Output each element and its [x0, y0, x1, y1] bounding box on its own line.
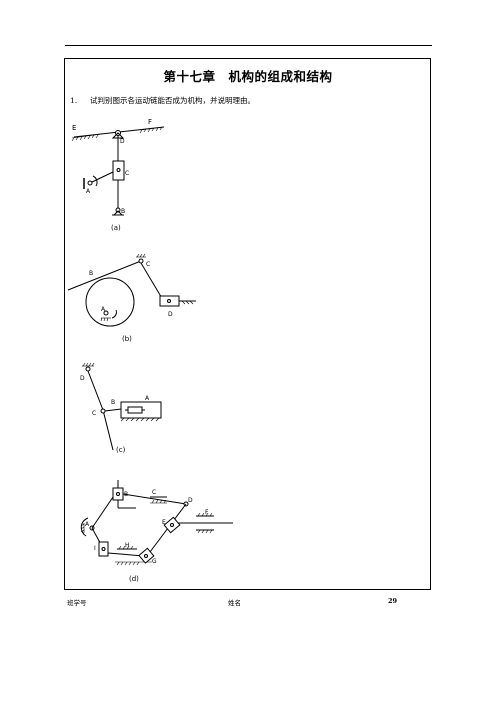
- disk-a: [85, 277, 135, 327]
- joint-c: [138, 258, 144, 264]
- joint-a: [87, 180, 93, 186]
- label-a: A: [85, 521, 90, 528]
- label-i: I: [94, 545, 96, 552]
- label-b: B: [89, 270, 93, 277]
- page-number: 29: [388, 597, 398, 605]
- link-ac: [89, 171, 114, 184]
- slider-g: [138, 547, 155, 564]
- joint-b: [115, 207, 121, 213]
- caption-a: (a): [111, 224, 121, 232]
- label-d: D: [168, 311, 173, 318]
- joint-d: [167, 299, 171, 303]
- ground-c: [150, 499, 167, 504]
- figure-c: D A B C (c): [80, 362, 162, 454]
- label-c: C: [92, 410, 96, 417]
- ground-f: [197, 512, 213, 534]
- joint-a: [103, 310, 109, 316]
- page-frame: [64, 58, 431, 590]
- label-b: B: [124, 491, 128, 498]
- label-b: B: [121, 208, 125, 215]
- label-g: G: [152, 558, 157, 565]
- link-ab: [91, 496, 114, 529]
- label-c: C: [125, 170, 129, 177]
- ground-c: [136, 253, 146, 258]
- label-d: D: [80, 375, 85, 382]
- footer-name: 姓名: [228, 599, 241, 607]
- question-number: 1.: [70, 96, 78, 105]
- slider-e: [163, 516, 181, 534]
- header-rule: [65, 45, 432, 46]
- ground-a: [80, 523, 85, 533]
- label-c: C: [146, 261, 150, 268]
- link-ig: [107, 552, 145, 557]
- link-ce: [102, 409, 114, 451]
- joint-c: [116, 168, 121, 172]
- label-d: D: [120, 138, 125, 145]
- slider-c: [112, 160, 125, 181]
- slider-i: [98, 541, 109, 557]
- chapter-title: 第十七章 机构的组成和结构: [163, 69, 333, 84]
- ground-e: [71, 133, 103, 142]
- link-cd: [140, 262, 164, 301]
- label-d: D: [188, 497, 193, 504]
- piston-b: [127, 406, 143, 414]
- joint-e: [170, 523, 174, 527]
- joint-i: [101, 547, 106, 551]
- ground-d: [82, 362, 95, 367]
- ground-f: [139, 126, 165, 134]
- label-f: F: [205, 509, 209, 516]
- link-dc: [87, 370, 104, 411]
- caption-d: (d): [129, 575, 139, 583]
- label-a: A: [86, 188, 91, 195]
- question-1: 1. 试判别图示各运动链能否成为机构，并说明理由。: [70, 95, 255, 106]
- link-bc: [67, 260, 142, 291]
- joint-d: [85, 366, 91, 372]
- figure-b: B C A D (b): [67, 253, 196, 343]
- rotation-arrow-a: [111, 309, 117, 319]
- link-dg: [146, 503, 187, 557]
- ground-d: [181, 300, 194, 305]
- ground-a: [100, 317, 111, 322]
- joint-c: [100, 408, 106, 414]
- label-c: C: [152, 489, 156, 496]
- caption-c: (c): [116, 446, 126, 454]
- link-cb: [104, 408, 122, 412]
- figure-a: E F D C A B (a): [71, 118, 165, 232]
- label-b: B: [111, 399, 115, 406]
- label-e: E: [162, 519, 166, 526]
- joint-g: [144, 554, 148, 558]
- slider-b: [112, 487, 124, 501]
- link-bd: [122, 493, 187, 505]
- label-f: F: [148, 118, 152, 126]
- slider-d: [159, 295, 180, 307]
- label-h: H: [125, 542, 130, 549]
- figure-d: B C D E F A I H G (d): [80, 480, 233, 583]
- footer-class-id: 班学号: [67, 599, 87, 607]
- joint-b: [116, 492, 120, 496]
- rotation-arrow-a: [92, 175, 98, 187]
- label-a: A: [101, 306, 106, 313]
- label-a: A: [145, 395, 150, 402]
- rotation-arrow-a: [80, 517, 89, 537]
- question-text: 试判别图示各运动链能否成为机构，并说明理由。: [90, 96, 255, 105]
- ground-a: [120, 417, 161, 422]
- caption-b: (b): [122, 335, 132, 343]
- support-b: [113, 210, 123, 216]
- label-e: E: [72, 124, 76, 132]
